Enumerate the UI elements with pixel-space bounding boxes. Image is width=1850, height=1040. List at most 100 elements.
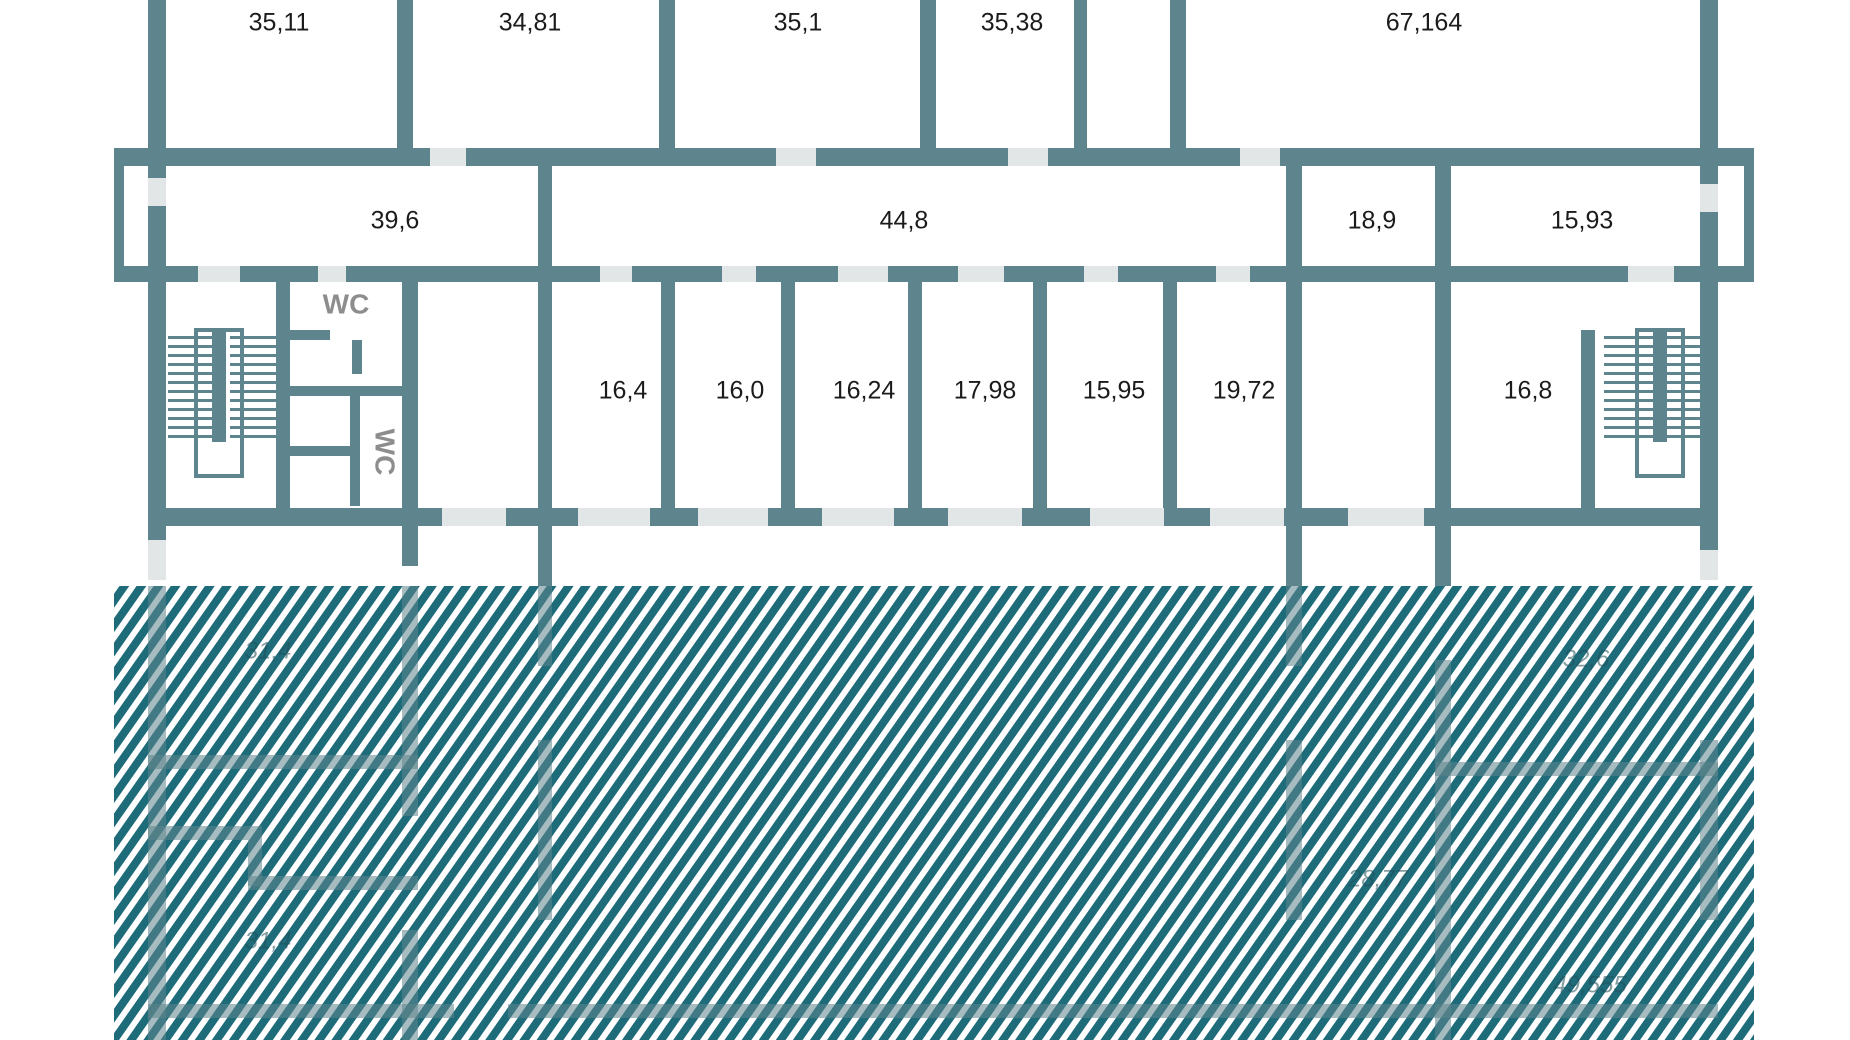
stair-tread bbox=[1604, 381, 1654, 384]
stair-tread bbox=[230, 345, 280, 348]
room-area-label: 35,11 bbox=[249, 9, 310, 37]
wall bbox=[538, 166, 552, 666]
wall bbox=[1286, 586, 1302, 666]
stair-tread bbox=[230, 435, 280, 438]
door-gap bbox=[148, 540, 166, 580]
door-gap bbox=[722, 266, 756, 282]
wall bbox=[114, 148, 124, 280]
wall bbox=[352, 340, 362, 374]
wall bbox=[1163, 280, 1177, 520]
stair-tread bbox=[1666, 381, 1716, 384]
wall bbox=[781, 280, 795, 520]
door-gap bbox=[442, 508, 506, 526]
wall bbox=[290, 386, 402, 396]
wall bbox=[538, 740, 552, 920]
hatched-area-label: 28,77 bbox=[1347, 865, 1410, 892]
door-gap bbox=[698, 508, 768, 526]
hatched-area-label: 31,4 bbox=[245, 637, 292, 664]
wall bbox=[114, 148, 1754, 166]
stair-tread bbox=[1604, 354, 1654, 357]
stair-tread bbox=[168, 381, 218, 384]
stair-tread bbox=[168, 345, 218, 348]
wall bbox=[290, 446, 352, 456]
wall bbox=[402, 266, 418, 566]
doors-layer bbox=[148, 148, 1718, 580]
door-gap bbox=[148, 178, 166, 206]
door-gap bbox=[318, 266, 346, 282]
wc-label: WC bbox=[323, 288, 370, 319]
wall bbox=[908, 280, 922, 520]
room-area-label: 35,1 bbox=[774, 9, 823, 37]
wall bbox=[248, 826, 262, 886]
door-gap bbox=[1700, 184, 1718, 212]
door-gap bbox=[948, 508, 1022, 526]
wall bbox=[1170, 0, 1186, 160]
stair-tread bbox=[230, 390, 280, 393]
walls-layer bbox=[114, 0, 1754, 666]
stair-tread bbox=[168, 417, 218, 420]
hatched-area-label: 31,4 bbox=[245, 927, 292, 954]
stair-tread bbox=[1604, 363, 1654, 366]
room-area-label: 67,164 bbox=[1386, 9, 1463, 37]
stair-tread bbox=[168, 426, 218, 429]
door-gap bbox=[430, 148, 466, 166]
door-gap bbox=[198, 266, 240, 282]
door-gap bbox=[1216, 266, 1250, 282]
wall bbox=[661, 280, 675, 520]
room-area-label: 15,93 bbox=[1551, 207, 1614, 235]
room-area-label: 16,8 bbox=[1504, 377, 1553, 405]
wall bbox=[508, 1004, 1718, 1018]
stair-tread bbox=[230, 408, 280, 411]
wall bbox=[1581, 330, 1595, 520]
door-gap bbox=[1090, 508, 1164, 526]
staircase-icon bbox=[1604, 328, 1716, 478]
stair-tread bbox=[1666, 372, 1716, 375]
wall bbox=[920, 0, 936, 160]
door-gap bbox=[1700, 550, 1718, 580]
room-area-label: 34,81 bbox=[499, 9, 562, 37]
room-area-label: 15,95 bbox=[1083, 377, 1146, 405]
room-area-label: 16,0 bbox=[716, 377, 765, 405]
stair-tread bbox=[1604, 417, 1654, 420]
room-area-label: 19,72 bbox=[1213, 377, 1276, 405]
stair-tread bbox=[230, 399, 280, 402]
room-area-label: 18,9 bbox=[1348, 207, 1397, 235]
stair-tread bbox=[1666, 336, 1716, 339]
wall bbox=[1435, 660, 1451, 1040]
wall bbox=[1286, 166, 1302, 666]
stair-tread bbox=[1666, 354, 1716, 357]
door-gap bbox=[958, 266, 1004, 282]
door-gap bbox=[1628, 266, 1674, 282]
wall bbox=[350, 396, 360, 506]
wall bbox=[114, 266, 1754, 282]
hatched-area-label: 49,555 bbox=[1553, 971, 1627, 998]
stair-tread bbox=[1666, 363, 1716, 366]
wall bbox=[1700, 740, 1718, 920]
wall bbox=[290, 330, 330, 340]
door-gap bbox=[1008, 148, 1048, 166]
wall bbox=[148, 1004, 454, 1018]
door-gap bbox=[1084, 266, 1118, 282]
stair-tread bbox=[1666, 435, 1716, 438]
stair-tread bbox=[230, 363, 280, 366]
room-area-label: 39,6 bbox=[371, 207, 420, 235]
stair-tread bbox=[1666, 426, 1716, 429]
stair-tread bbox=[168, 354, 218, 357]
wall bbox=[1074, 0, 1087, 160]
wall bbox=[248, 876, 418, 890]
stair-tread bbox=[168, 372, 218, 375]
stair-tread bbox=[1604, 345, 1654, 348]
stair-tread bbox=[230, 372, 280, 375]
door-gap bbox=[600, 266, 632, 282]
door-gap bbox=[578, 508, 650, 526]
room-area-label: 35,38 bbox=[981, 9, 1044, 37]
stair-tread bbox=[1604, 336, 1654, 339]
wall bbox=[397, 0, 413, 160]
wall bbox=[402, 930, 418, 1040]
staircase-icon bbox=[168, 328, 280, 478]
stair-tread bbox=[1604, 408, 1654, 411]
stair-tread bbox=[168, 399, 218, 402]
stair-tread bbox=[168, 408, 218, 411]
stair-tread bbox=[1604, 435, 1654, 438]
